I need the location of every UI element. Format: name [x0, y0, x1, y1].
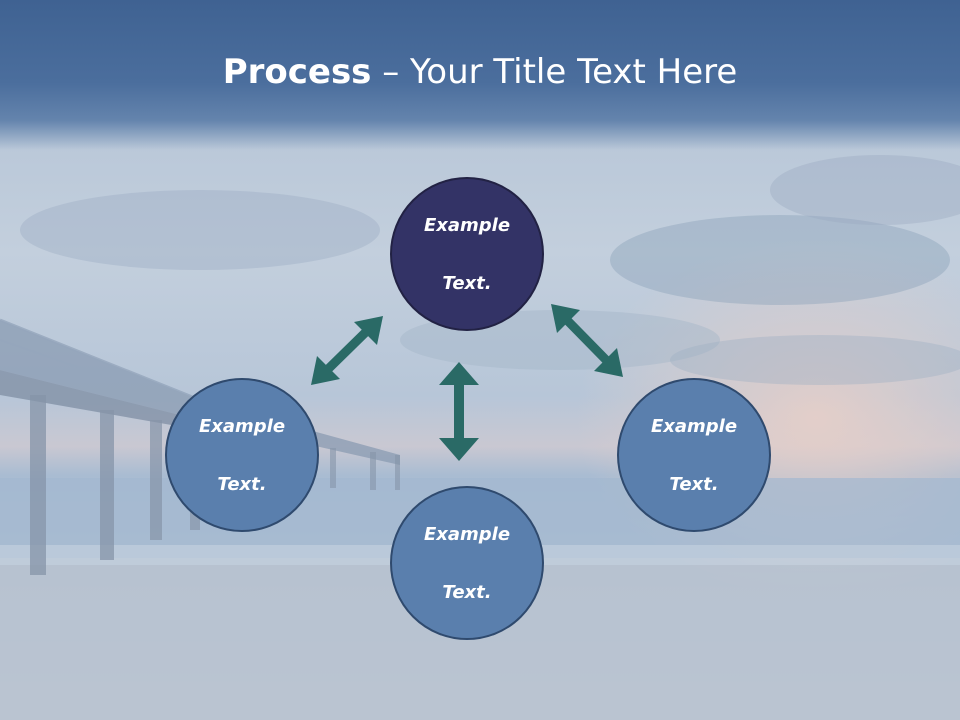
- slide-title: Process – Your Title Text Here: [0, 52, 960, 92]
- node-left-line2: Text.: [217, 473, 267, 495]
- title-bar: [0, 0, 960, 150]
- node-left-line1: Example: [198, 415, 286, 437]
- node-right-line2: Text.: [669, 473, 719, 495]
- node-top-line2: Text.: [442, 272, 492, 294]
- double-arrow-left-top: [311, 316, 383, 385]
- node-top-line1: Example: [423, 214, 511, 236]
- title-rest: – Your Title Text Here: [371, 52, 738, 92]
- title-bold: Process: [222, 52, 372, 92]
- node-bottom-line2: Text.: [442, 581, 492, 603]
- double-arrow-vertical: [439, 362, 479, 461]
- node-right-line1: Example: [650, 415, 738, 437]
- double-arrow-top-right: [551, 304, 623, 377]
- node-bottom-line1: Example: [423, 523, 511, 545]
